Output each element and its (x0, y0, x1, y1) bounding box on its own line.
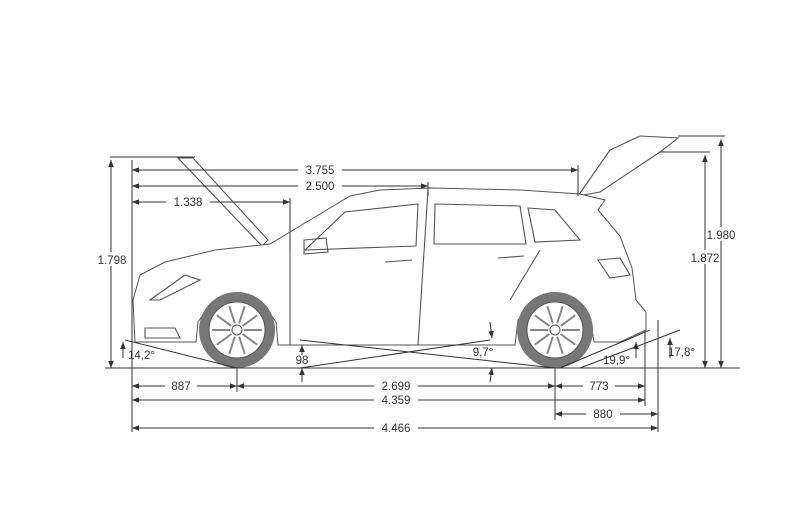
wheel-spoke (556, 336, 564, 355)
label-1980: 1.980 (707, 230, 736, 242)
wheel-spoke (560, 314, 576, 327)
wheel-spoke (216, 333, 232, 346)
label-1338: 1.338 (174, 197, 203, 209)
wheel-spoke (546, 305, 554, 324)
wheel-spoke (534, 314, 550, 327)
wheel-spoke (556, 305, 564, 324)
wheel-spoke (242, 314, 258, 327)
wheel-spoke (216, 314, 232, 327)
label-2699: 2.699 (382, 381, 411, 393)
label-ground-clearance: 98 (296, 355, 309, 367)
label-departure-angle: 19,9° (603, 355, 630, 367)
dimension-labels: 3.755 2.500 1.338 1.798 1.872 1.980 887 … (98, 162, 736, 435)
open-tailgate (576, 135, 680, 197)
label-3755: 3.755 (306, 165, 335, 177)
wheel-spoke (228, 336, 236, 355)
wheel-spoke (560, 333, 576, 346)
label-ramp-angle: 9,7° (473, 347, 494, 359)
ground-and-angles (105, 321, 740, 383)
label-1798: 1.798 (98, 255, 127, 267)
front-wheel (199, 292, 275, 368)
wheel-spoke (546, 336, 554, 355)
quarter-window (527, 207, 582, 243)
label-880: 880 (593, 409, 612, 421)
label-4466: 4.466 (382, 423, 411, 435)
label-4359: 4.359 (382, 395, 411, 407)
label-887: 887 (171, 381, 190, 393)
front-window (303, 203, 419, 251)
open-bonnet (176, 157, 269, 247)
label-2500: 2.500 (306, 181, 335, 193)
label-1872: 1.872 (691, 253, 720, 265)
label-773: 773 (589, 381, 608, 393)
label-departure-angle-hitch: 17,8° (668, 347, 695, 359)
label-approach-angle: 14,2° (128, 350, 155, 362)
rear-wheel (517, 292, 593, 368)
wheel-spoke (242, 333, 258, 346)
wheel-spoke (228, 305, 236, 324)
wheel-spoke (534, 333, 550, 346)
dimension-lines (108, 135, 725, 432)
wheel-spoke (238, 305, 246, 324)
wheel-spoke (238, 336, 246, 355)
rear-window (433, 203, 527, 245)
